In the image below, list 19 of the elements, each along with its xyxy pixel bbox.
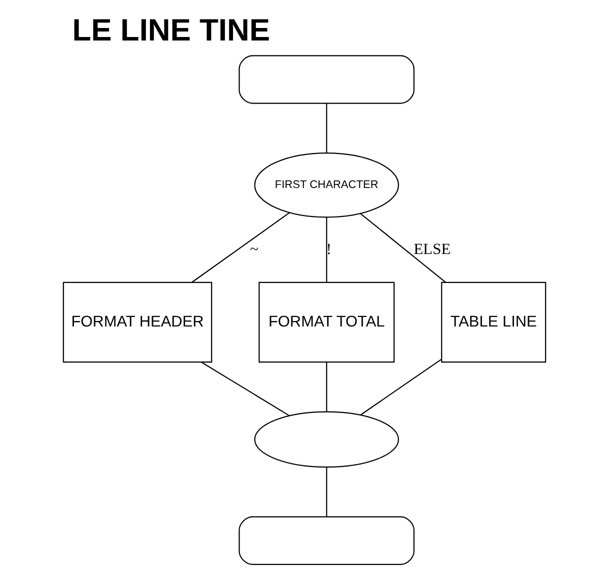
connector bbox=[326, 218, 327, 282]
connector bbox=[360, 358, 442, 416]
edge-label: ELSE bbox=[413, 240, 450, 258]
connector bbox=[191, 212, 290, 283]
node-box bbox=[238, 55, 414, 104]
connector bbox=[326, 468, 327, 517]
node-box: TABLE LINE bbox=[440, 282, 546, 363]
diagram-title: LE LINE TINE bbox=[72, 12, 270, 48]
node-box: FORMAT HEADER bbox=[62, 282, 212, 363]
node-box bbox=[238, 516, 414, 565]
node-semicircle bbox=[254, 411, 399, 468]
connector bbox=[200, 362, 289, 416]
connector bbox=[326, 104, 327, 153]
node-box: FORMAT TOTAL bbox=[258, 282, 394, 363]
edge-label: ~ bbox=[249, 240, 258, 258]
node-ellipse: FIRST CHARACTER bbox=[254, 152, 399, 218]
edge-label: ! bbox=[326, 240, 331, 258]
connector bbox=[326, 362, 327, 412]
connector bbox=[360, 213, 446, 283]
